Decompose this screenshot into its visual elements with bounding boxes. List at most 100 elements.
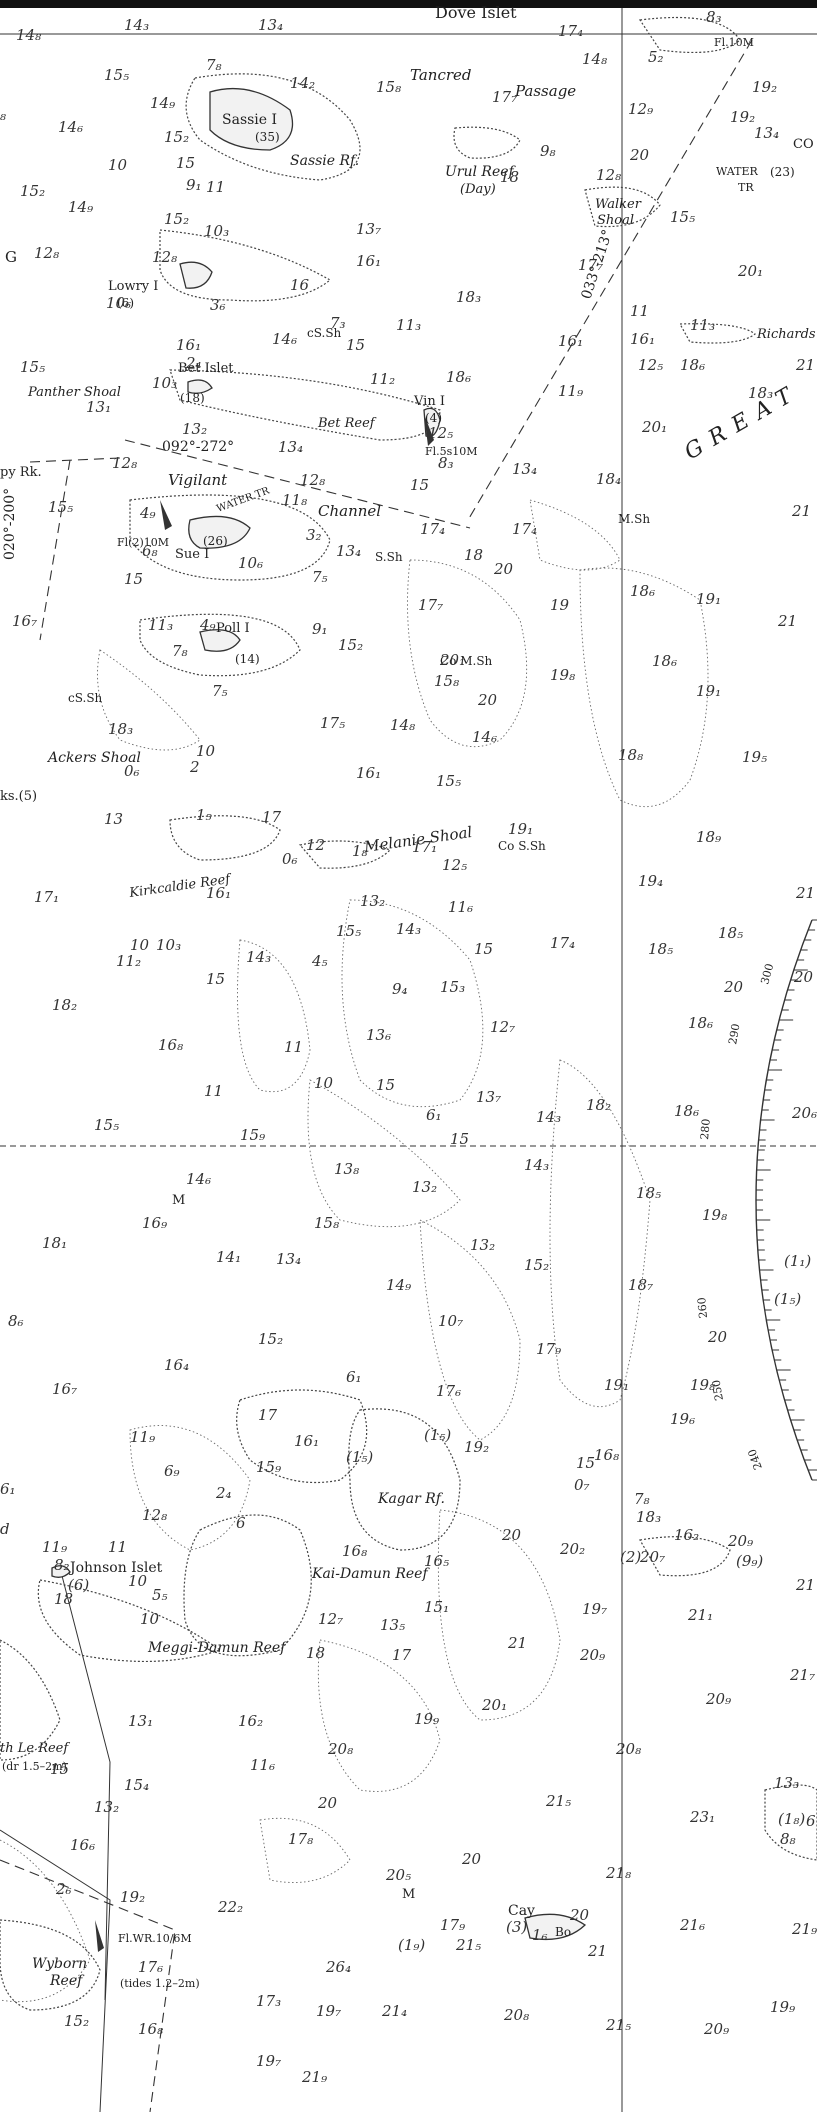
depth-sounding: 14₃	[536, 1108, 561, 1126]
depth-sounding: 4₉	[139, 504, 156, 522]
depth-sounding: 19₇	[316, 2002, 341, 2020]
depth-sounding: 15	[376, 1076, 395, 1094]
depth-sounding: 12₈	[300, 471, 325, 489]
chart-note-comp-290: 290	[726, 1023, 742, 1046]
place-label-channel: Channel	[318, 502, 381, 520]
depth-sounding: 26₄	[325, 1958, 351, 1976]
richards-reef	[678, 323, 756, 344]
depth-sounding: d	[0, 1520, 10, 1538]
depth-sounding: 19₁	[508, 820, 533, 838]
depth-sounding: 12₅	[638, 356, 663, 374]
place-label-ackers-shoal: Ackers Shoal	[46, 750, 141, 766]
place-label-walker-shoal2: Shoal	[597, 213, 634, 228]
depth-sounding: 15₂	[524, 1256, 549, 1274]
sassie-island	[209, 87, 294, 151]
depth-sounding: 20	[461, 1850, 482, 1868]
depth-sounding: 8₆	[8, 1312, 24, 1330]
depth-sounding: 13₈	[334, 1160, 359, 1178]
depth-sounding: 13₅	[380, 1616, 405, 1634]
depth-sounding: 18₆	[652, 652, 677, 670]
depth-sounding: 13₄	[754, 124, 779, 142]
depth-sounding: 10	[314, 1074, 334, 1092]
place-label-passage: Passage	[514, 82, 576, 100]
depth-sounding: 0₆	[124, 762, 140, 780]
place-label-th-le-reef: th Le Reef	[0, 1741, 70, 1756]
place-label-cay: Cay	[508, 1903, 535, 1919]
depth-sounding: 16₇	[12, 612, 37, 630]
maggi-damun-reef-shape	[37, 1579, 222, 1663]
depth-sounding: 14₆	[58, 118, 83, 136]
depth-sounding: ₈	[0, 106, 6, 124]
depth-contour-7	[419, 1219, 521, 1441]
depth-sounding: 18₃	[636, 1508, 661, 1526]
chart-note-fl2-10m: Fl(2)10M	[117, 536, 169, 549]
place-label-sassie-i: Sassie I	[222, 112, 277, 128]
depth-sounding: 10₃	[204, 222, 229, 240]
depth-sounding: 13₁	[128, 1712, 153, 1730]
depth-sounding: 20	[569, 1906, 590, 1924]
depth-sounding: 2₄	[215, 1484, 232, 1502]
depth-sounding: 21	[587, 1942, 607, 1960]
depth-sounding: 2	[189, 758, 200, 776]
cay-island	[524, 1913, 587, 1941]
place-label-urul-reef: Urul Reef	[445, 164, 517, 180]
depth-sounding: 10	[196, 742, 216, 760]
depth-sounding: 12₈	[596, 166, 621, 184]
depth-contour-9	[317, 1639, 441, 1792]
depth-sounding: 19₁	[696, 590, 721, 608]
depth-sounding: 11₃	[690, 316, 715, 334]
depth-sounding: 21₆	[679, 1916, 705, 1934]
depth-sounding: 18	[306, 1644, 325, 1662]
depth-sounding: 3₂	[306, 526, 322, 544]
depth-sounding: 15₂	[258, 1330, 283, 1348]
depth-sounding: 20₉	[579, 1646, 605, 1664]
depth-sounding: 7₈	[172, 642, 188, 660]
depth-sounding: 21	[777, 612, 797, 630]
depth-sounding: 18₁	[42, 1234, 67, 1252]
depth-sounding: 20₉	[727, 1532, 753, 1550]
depth-sounding: 13₇	[476, 1088, 501, 1106]
depth-sounding: 11	[108, 1538, 127, 1556]
depth-sounding: 20₉	[705, 1690, 731, 1708]
depth-sounding: 20₁	[481, 1696, 507, 1714]
place-label-johnson-islet: Johnson Islet	[68, 1560, 163, 1576]
depth-sounding: 19₇	[582, 1600, 607, 1618]
chart-note-comp-240: 240	[745, 1447, 764, 1471]
depth-sounding: 15₂	[164, 210, 189, 228]
chart-note-comp-250: 250	[710, 1379, 726, 1402]
sassie-reef	[185, 73, 361, 181]
depth-sounding: 22₂	[217, 1898, 243, 1916]
urul-reef-shape	[453, 126, 521, 159]
chart-note-cov: CO	[793, 137, 814, 152]
depth-sounding: 10₆	[106, 294, 131, 312]
depth-sounding: 20	[629, 146, 650, 164]
depth-sounding: 12₈	[112, 454, 137, 472]
depth-sounding: 13₃	[774, 1774, 799, 1792]
chart-note-tr: TR	[738, 181, 754, 194]
chart-border	[0, 0, 817, 8]
chart-note-height-4: (4)	[425, 411, 442, 425]
leading-line-wyborn	[0, 1859, 176, 2112]
leading-line-vigilant	[29, 457, 121, 463]
depth-sounding: 13₄	[276, 1250, 301, 1268]
depth-sounding: 15₅	[336, 922, 361, 940]
depth-sounding: 6	[806, 1812, 816, 1830]
chart-note-cossh: Co S.Sh	[498, 839, 546, 853]
depth-sounding: 14₃	[524, 1156, 549, 1174]
depth-sounding: 20₉	[703, 2020, 729, 2038]
depth-sounding: 11₉	[42, 1538, 67, 1556]
depth-sounding: 20₈	[503, 2006, 529, 2024]
place-label-sassie-rf: Sassie Rf.	[290, 153, 359, 169]
depth-contour-12	[97, 649, 201, 751]
depth-sounding: 18₃	[748, 384, 773, 402]
depth-sounding: 13₂	[360, 892, 385, 910]
depth-sounding: 18₆	[446, 368, 471, 386]
depth-sounding: 19₂	[730, 108, 755, 126]
depth-sounding: 16₁	[206, 884, 231, 902]
chart-note-m1: M	[172, 1193, 185, 1208]
depth-sounding: 14₈	[16, 26, 41, 44]
depth-sounding: 15₈	[376, 78, 401, 96]
depth-sounding: 16₈	[594, 1446, 619, 1464]
